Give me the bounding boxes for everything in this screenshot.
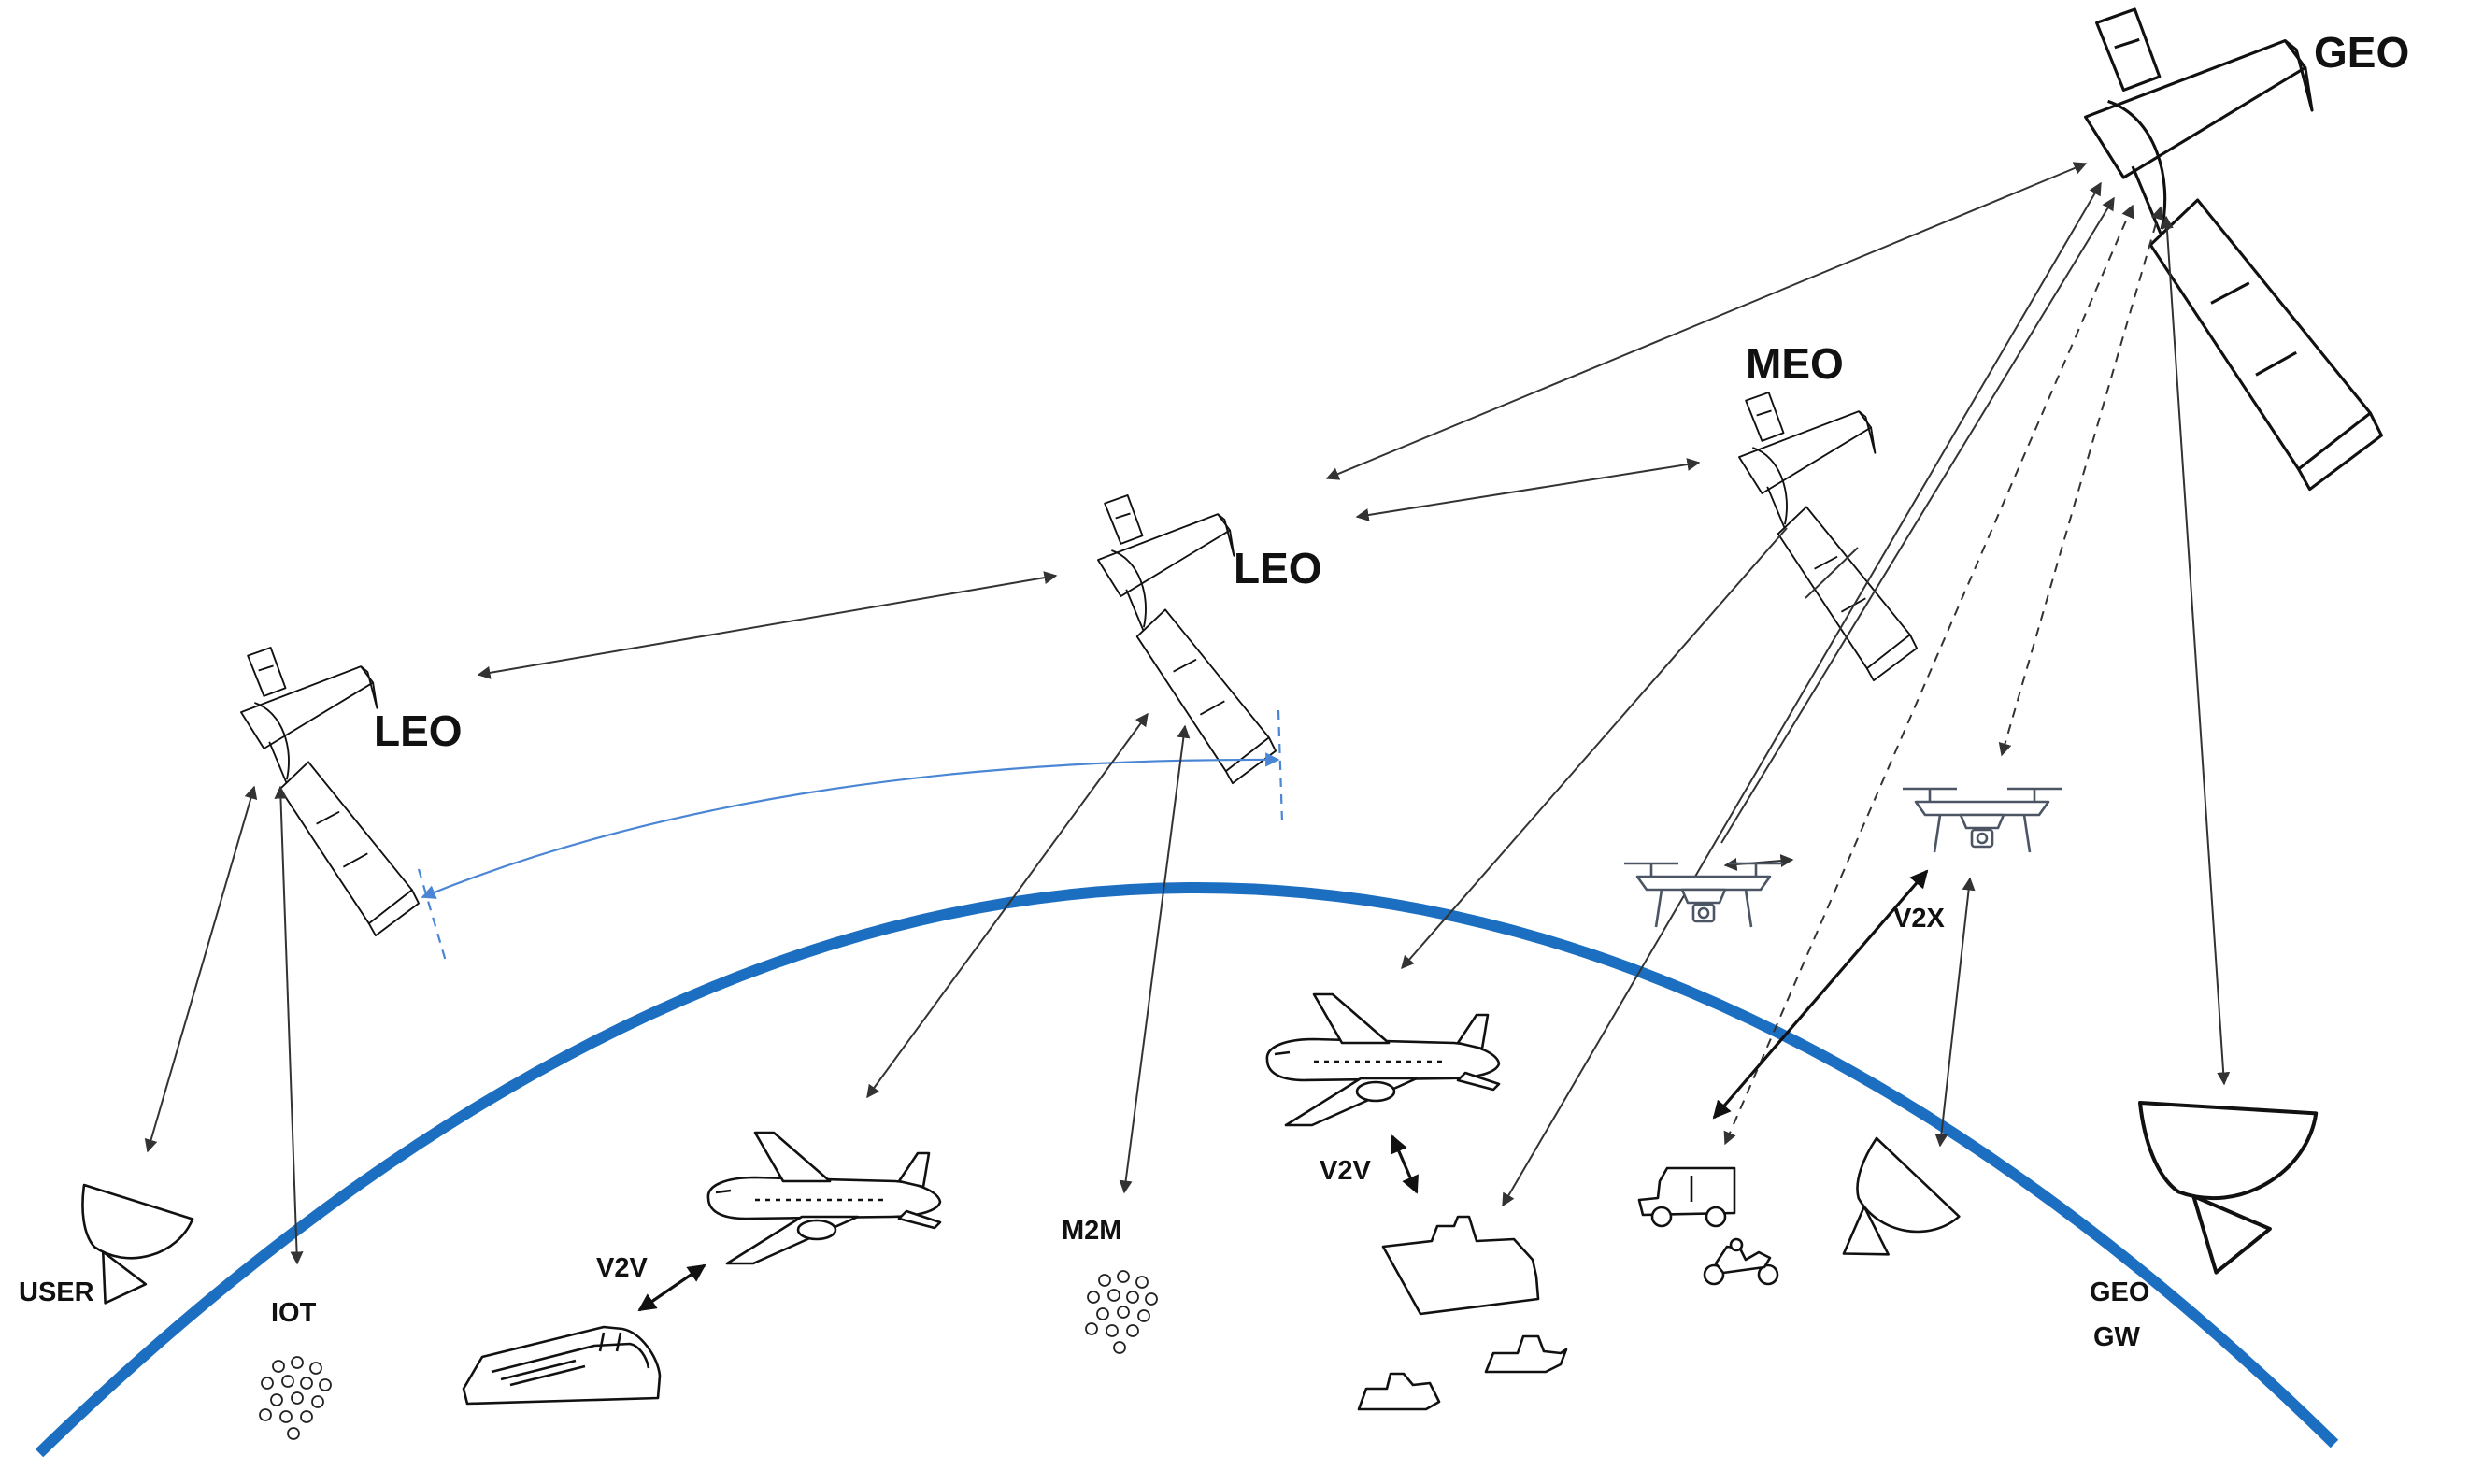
drone-left-icon — [1622, 862, 1785, 929]
leo-left-satellite-icon — [240, 647, 420, 937]
train-icon — [462, 1325, 662, 1406]
geo-satellite-icon — [2084, 7, 2383, 492]
link-leo-left-user — [144, 785, 258, 1153]
airplane-right-icon — [1265, 992, 1501, 1127]
link-geo-drone-right — [1998, 206, 2164, 757]
meo-label: MEO — [1746, 339, 1844, 388]
link-leo-mid-m2m — [1119, 724, 1191, 1194]
inter-leo-link — [421, 752, 1280, 899]
link-v2x-truck-drone — [1712, 869, 1929, 1120]
link-v2v-train-airplane — [637, 1263, 706, 1312]
iot-label: IOT — [271, 1298, 317, 1328]
leo-mid-label: LEO — [1234, 544, 1322, 592]
leo-mid-satellite-icon — [1097, 494, 1277, 785]
iot-sensor-cluster-icon — [259, 1356, 332, 1440]
v2x-dish-antenna-icon — [1811, 1136, 1971, 1297]
link-meo-airplane — [1401, 527, 1788, 970]
v2v-right-label: V2V — [1320, 1156, 1371, 1186]
link-v2v-airplane-ship — [1391, 1134, 1419, 1194]
motorbike-icon — [1703, 1237, 1779, 1286]
link-geo-ship — [1502, 181, 2102, 1207]
link-leo-left-leo-mid — [477, 571, 1058, 679]
link-leo-mid-meo — [1355, 458, 1701, 521]
v2v-left-label: V2V — [596, 1253, 648, 1283]
geo-gw-label-line2: GW — [2093, 1322, 2141, 1352]
link-drone-right-dish — [1934, 877, 1976, 1148]
truck-icon — [1637, 1166, 1736, 1228]
user-label: USER — [19, 1277, 94, 1307]
v2x-label: V2X — [1893, 904, 1945, 934]
geo-gw-label-line1: GEO — [2090, 1277, 2149, 1307]
leo-left-label: LEO — [374, 706, 463, 755]
airplane-left-icon — [706, 1131, 942, 1265]
link-geo-gw — [2160, 215, 2231, 1086]
m2m-sensor-cluster-icon — [1085, 1270, 1158, 1354]
ship-small-left-icon — [1357, 1372, 1441, 1411]
m2m-label: M2M — [1062, 1216, 1121, 1246]
ship-large-icon — [1381, 1215, 1540, 1316]
drone-right-icon — [1901, 787, 2063, 854]
meo-satellite-icon — [1738, 392, 1918, 682]
link-leo-mid-airplane — [866, 712, 1149, 1099]
link-geo-drone-left — [1720, 196, 2115, 844]
leo-mid-beam-line — [1277, 709, 1284, 823]
ship-small-right-icon — [1484, 1334, 1568, 1374]
link-leo-left-iot — [274, 785, 304, 1265]
leo-left-beam-line — [417, 868, 449, 965]
geo-gw-dish-antenna-icon — [2140, 1085, 2332, 1279]
geo-label: GEO — [2314, 28, 2409, 77]
earth-surface-arc — [35, 882, 2339, 1458]
